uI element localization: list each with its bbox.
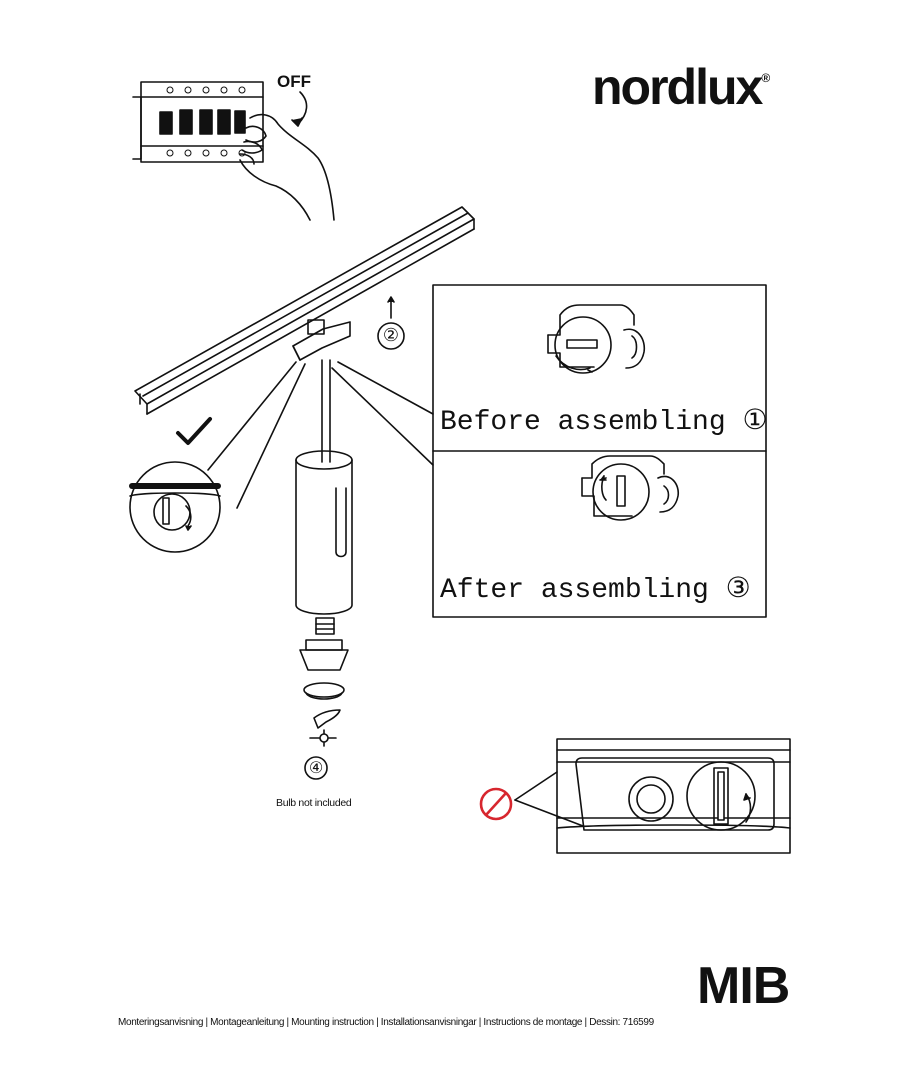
step-4-circle [304, 756, 328, 780]
assembly-state-panel [432, 284, 767, 618]
bulb-illustration [299, 617, 349, 671]
retaining-clip [313, 709, 341, 729]
step-4-marker: ④ [308, 758, 324, 777]
after-assembling-illustration [581, 455, 680, 521]
track-adapter [292, 319, 351, 361]
track-rail [134, 206, 475, 415]
lamp-cylinder [295, 450, 353, 615]
registered-mark: ® [761, 71, 771, 86]
step-2-circle [377, 322, 405, 350]
after-assembling-caption: After assembling ③ [440, 575, 751, 606]
brand-name: nordlux [592, 59, 763, 115]
adapter-detail-view [129, 461, 221, 553]
product-name: MIB [697, 957, 790, 1015]
bulb-not-included-note: Bulb not included [276, 797, 352, 809]
brand-logo: nordlux® [592, 62, 770, 112]
footer-instructions: Monteringsanvisning | Montageanleitung |… [118, 1017, 654, 1028]
step-markers [304, 322, 405, 780]
before-assembling-illustration [547, 304, 646, 374]
off-label: OFF [277, 72, 311, 91]
wrong-installation-view [514, 738, 791, 854]
prohibited-icon [479, 787, 513, 821]
screw-illustration [309, 729, 337, 747]
circuit-breaker-illustration [132, 81, 335, 221]
before-assembling-caption: Before assembling ① [440, 407, 768, 438]
lamp-ring [303, 682, 345, 700]
step-2-marker: ② [382, 325, 400, 346]
